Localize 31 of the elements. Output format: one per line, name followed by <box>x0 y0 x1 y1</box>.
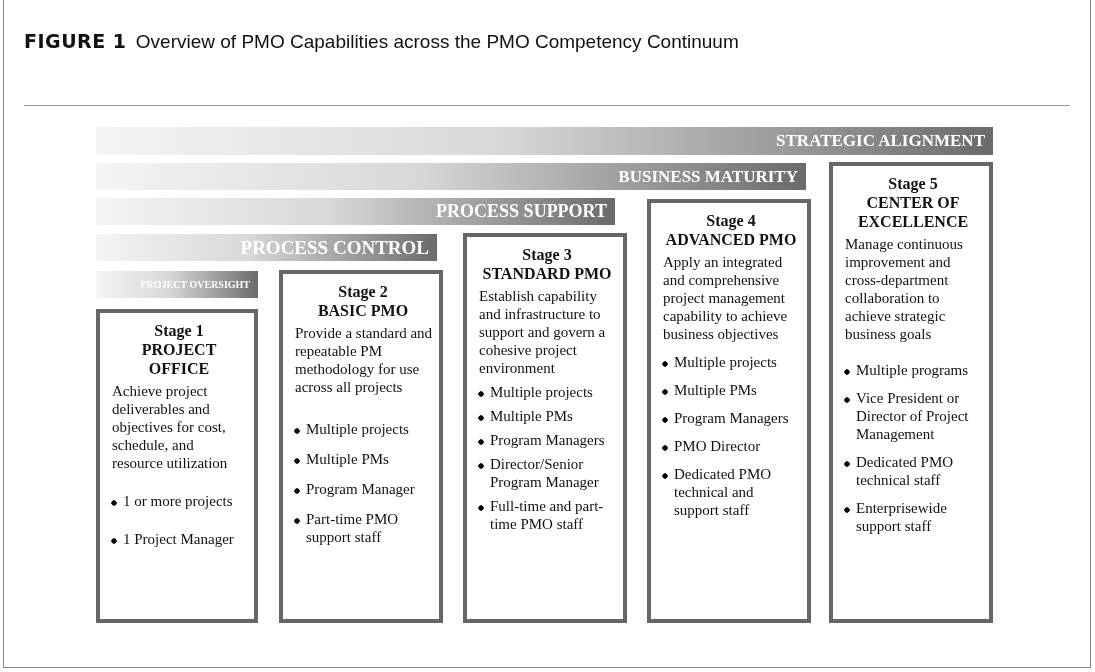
stage-name: PROJECT OFFICE <box>140 340 218 378</box>
stage-description: Provide a standard and repeatable PM methodology for use across all projects <box>294 324 433 396</box>
stage-number: Stage 3 <box>521 245 573 264</box>
gradient-band <box>96 198 615 225</box>
gradient-band <box>96 163 806 190</box>
stage-description: Apply an integrated and comprehensive project management capability to achieve business objectives <box>662 253 789 343</box>
stage-number: Stage 2 <box>337 282 389 301</box>
stage-description: Achieve project deliverables and objectives for cost, schedule, and resource utilization <box>111 382 229 472</box>
stage-box <box>279 270 443 623</box>
band-label: PROCESS CONTROL <box>240 236 429 259</box>
stage-name: ADVANCED PMO <box>664 230 798 249</box>
band-label: STRATEGIC ALIGNMENT <box>776 131 985 151</box>
stage-number: Stage 1 <box>153 321 205 340</box>
stage-box <box>647 199 811 623</box>
gradient-band <box>96 127 993 155</box>
stage-number: Stage 5 <box>887 174 939 193</box>
stage-box <box>463 233 627 623</box>
band-label: PROJECT OVERSIGHT <box>140 279 250 290</box>
stage-description: Establish capability and infrastructure to support and govern a cohesive project environment <box>478 287 607 377</box>
gradient-band <box>96 234 437 261</box>
stage-number: Stage 4 <box>705 211 757 230</box>
stage-name: STANDARD PMO <box>481 264 613 283</box>
stage-name: BASIC PMO <box>316 301 410 320</box>
stage-description: Manage continuous improvement and cross-department collaboration to achieve strategic business goals <box>844 235 964 343</box>
gradient-band <box>96 271 258 298</box>
band-label: BUSINESS MATURITY <box>618 166 798 187</box>
band-label: PROCESS SUPPORT <box>436 201 607 222</box>
stage-box <box>96 309 258 623</box>
stage-name: CENTER OF EXCELLENCE <box>856 193 970 231</box>
stage-box <box>829 162 993 623</box>
figure-title: FIGURE 1 Overview of PMO Capabilities across the PMO Competency Continuum <box>24 30 739 53</box>
